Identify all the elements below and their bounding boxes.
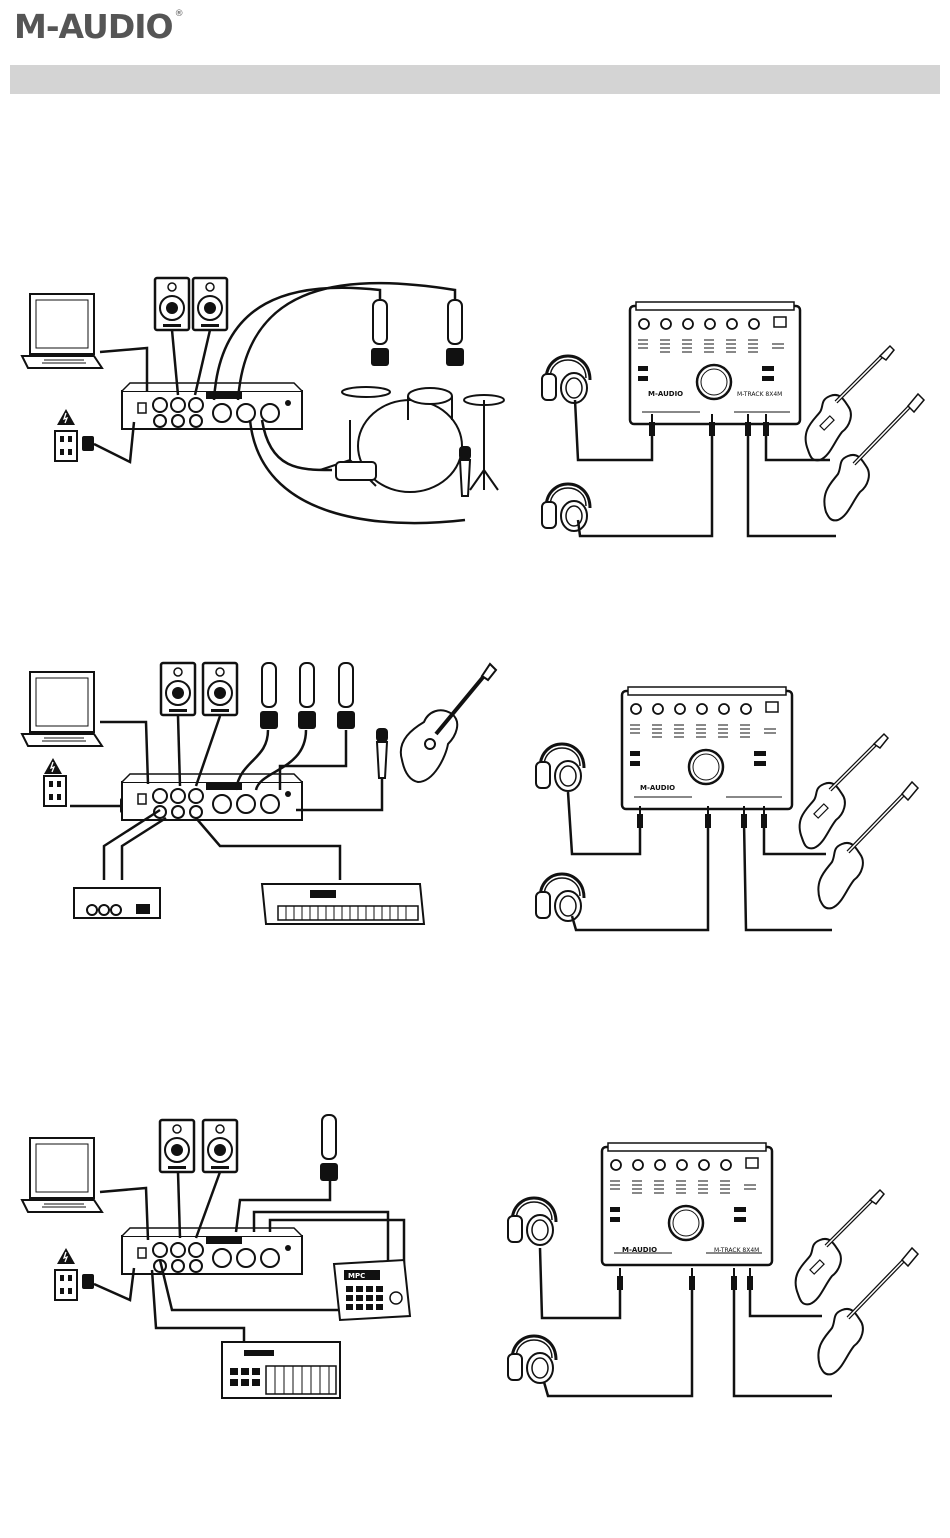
- electric-guitar-icon: [800, 734, 888, 848]
- keyboard-synth-icon: [262, 884, 424, 924]
- monitor-speaker-left-icon: [161, 663, 195, 715]
- diagram-2-recording-setup: [22, 663, 496, 924]
- diagram-3-recording-setup: MPC: [22, 1115, 410, 1398]
- headphones-icon: [542, 484, 590, 531]
- device-brand-label: M-AUDIO: [640, 784, 675, 792]
- audio-processor-icon: [74, 888, 160, 918]
- power-outlet-icon: [44, 776, 66, 806]
- power-adapter-icon: [82, 1274, 94, 1289]
- studio-mic-icon: [337, 663, 355, 729]
- acoustic-guitar-icon: [401, 664, 496, 782]
- interface-front-panel: [630, 302, 800, 424]
- midi-keyboard-icon: [222, 1342, 340, 1398]
- power-outlet-icon: [55, 1270, 77, 1300]
- laptop-icon: [22, 294, 102, 368]
- studio-mic-icon: [446, 300, 464, 366]
- monitor-speaker-left-icon: [160, 1120, 194, 1172]
- headphones-icon: [542, 356, 590, 403]
- monitor-speaker-right-icon: [193, 278, 227, 330]
- warning-icon: [57, 1248, 75, 1264]
- headphones-icon: [536, 874, 584, 921]
- monitor-speaker-right-icon: [203, 1120, 237, 1172]
- handheld-mic-icon: [459, 446, 471, 496]
- laptop-icon: [22, 1138, 102, 1212]
- headphones-icon: [508, 1336, 556, 1383]
- jack-plug-icon: [731, 1268, 737, 1290]
- laptop-icon: [22, 672, 102, 746]
- warning-icon: [57, 409, 75, 425]
- warning-icon: [44, 758, 62, 774]
- studio-mic-icon: [298, 663, 316, 729]
- device-model-label: M-TRACK 8X4M: [737, 391, 782, 398]
- device-brand-label: M-AUDIO: [622, 1246, 657, 1254]
- diagram-3-monitoring-setup: M-AUDIO M-TRACK 8X4M: [508, 1143, 918, 1396]
- device-model-label: M-TRACK 8X4M: [714, 1247, 759, 1254]
- jack-plug-icon: [689, 1268, 695, 1290]
- diagram-1-monitoring-setup: M-AUDIO M-TRACK 8X4M: [542, 302, 924, 536]
- headphones-icon: [536, 744, 584, 791]
- studio-mic-icon: [260, 663, 278, 729]
- jack-plug-icon: [747, 1268, 753, 1290]
- mpc-label: MPC: [348, 1272, 365, 1280]
- power-adapter-icon: [82, 436, 94, 451]
- device-brand-label: M-AUDIO: [648, 390, 683, 398]
- electric-guitar-icon: [806, 346, 894, 460]
- studio-mic-icon: [320, 1115, 338, 1181]
- monitor-speaker-right-icon: [203, 663, 237, 715]
- jack-plug-icon: [617, 1268, 623, 1290]
- studio-mic-icon: [371, 300, 389, 366]
- mpc-sampler-icon: MPC: [334, 1260, 410, 1320]
- drum-kit-icon: [320, 387, 504, 492]
- handheld-mic-icon: [376, 728, 388, 778]
- diagram-1-recording-setup: [22, 278, 504, 523]
- monitor-speaker-left-icon: [155, 278, 189, 330]
- electric-guitar-icon: [796, 1190, 884, 1304]
- headphones-icon: [508, 1198, 556, 1245]
- interface-rear-panel: [122, 383, 302, 429]
- power-outlet-icon: [55, 431, 77, 461]
- diagram-2-monitoring-setup: M-AUDIO: [536, 687, 918, 930]
